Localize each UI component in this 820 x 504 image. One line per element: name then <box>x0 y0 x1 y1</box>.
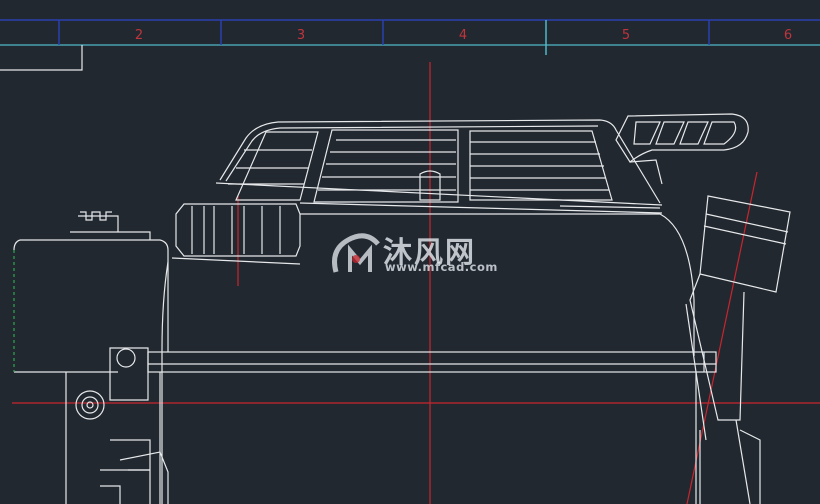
mfcad-logo-icon <box>332 233 380 273</box>
ruler-label-5: 5 <box>622 28 630 43</box>
ruler-label-2: 2 <box>135 28 143 43</box>
fuel-tank-cover <box>215 119 663 214</box>
centerlines <box>12 62 820 504</box>
pull-start-handle <box>615 113 749 185</box>
fuel-cap <box>171 203 301 265</box>
engine-geometry <box>13 113 791 504</box>
frame-ruler: 2 3 4 5 6 <box>0 19 820 71</box>
ruler-label-6: 6 <box>784 28 792 43</box>
exhaust-pipe <box>685 195 791 504</box>
ruler-label-4: 4 <box>459 28 467 43</box>
watermark-brand: 沐风网 <box>383 235 477 269</box>
air-filter <box>13 211 169 504</box>
ruler-label-3: 3 <box>297 28 305 43</box>
lower-details <box>119 430 701 504</box>
watermark-url: www.mfcad.com <box>385 260 498 274</box>
